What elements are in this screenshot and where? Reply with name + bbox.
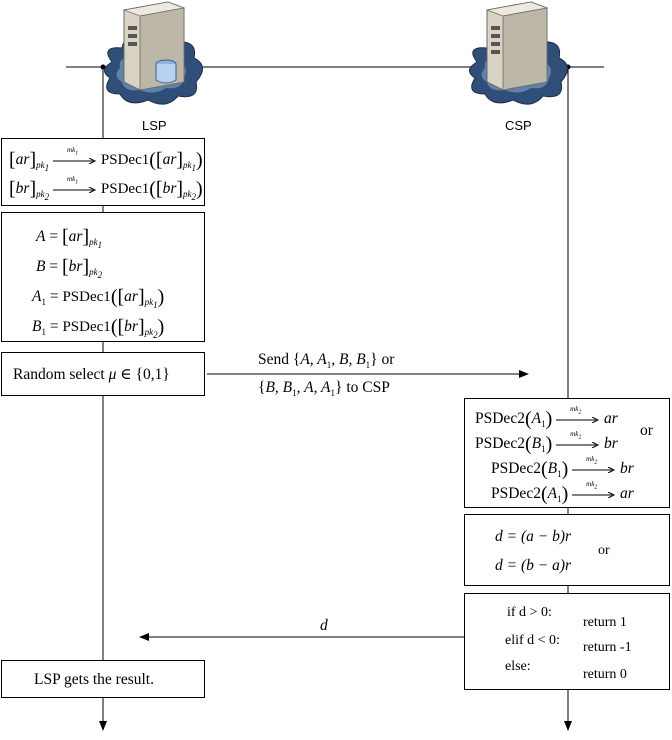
csp-decrypt-row-3: PSDec2(B1) mk2 br <box>491 455 634 480</box>
assign-b1-row: B1 = PSDec1([br]pk2) <box>32 316 165 340</box>
csp-decrypt-row-4: PSDec2(A1) mk2 ar <box>491 480 634 505</box>
lsp-label: LSP <box>142 118 167 133</box>
difference-eq-1: d = (a − b)r <box>495 528 572 545</box>
csp-difference-box: d = (a − b)r d = (b − a)r or <box>464 514 670 586</box>
csp-decrypt-row-2: PSDec2(B1) mk2 br <box>475 430 618 455</box>
lsp-result-box: LSP gets the result. <box>1 660 205 698</box>
csp-decrypt-row-1: PSDec2(A1) mk2 ar <box>475 405 618 430</box>
assign-b-row: B = [br]pk2 <box>36 256 103 280</box>
csp-label: CSP <box>505 118 532 133</box>
lsp-decryption-box: [ar]pk1 mk1 PSDec1([ar]pk1) [br]pk2 mk1 … <box>1 138 205 206</box>
csp-decryption-box: PSDec2(A1) mk2 ar or PSDec2(B1) mk2 br P… <box>464 398 670 508</box>
csp-box1-or: or <box>640 422 653 439</box>
random-select-text: Random select μ ∈ {0,1} <box>13 366 170 383</box>
send-message-line2: {B, B1, A, A1} to CSP <box>258 379 390 399</box>
csp-server-icon <box>469 1 568 105</box>
else-line: else: <box>505 659 531 674</box>
return-1: return 1 <box>583 615 627 630</box>
lsp-result-text: LSP gets the result. <box>34 671 154 688</box>
mk1-arrow: mk1 <box>53 147 97 165</box>
lsp-decrypt-br-row: [br]pk2 mk1 PSDec1([br]pk2) <box>9 175 203 202</box>
random-select-box: Random select μ ∈ {0,1} <box>1 352 205 396</box>
assign-a-row: A = [ar]pk1 <box>36 226 103 250</box>
mk2-arrow-4: mk2 <box>572 481 616 499</box>
mk1-arrow-2: mk1 <box>53 176 97 194</box>
lsp-assignment-box: A = [ar]pk1 B = [br]pk2 A1 = PSDec1([ar]… <box>1 212 205 342</box>
lsp-server-icon <box>104 1 203 105</box>
difference-eq-2: d = (b − a)r <box>495 557 572 574</box>
csp-box2-or: or <box>598 543 610 558</box>
return-minus-1: return -1 <box>583 640 632 655</box>
mk2-arrow-2: mk2 <box>556 431 600 449</box>
send-message-line1: Send {A, A1, B, B1} or <box>258 351 395 371</box>
assign-a1-row: A1 = PSDec1([ar]pk1) <box>32 286 165 310</box>
if-line: if d > 0: <box>507 605 552 620</box>
mk2-arrow-3: mk2 <box>572 456 616 474</box>
return-0: return 0 <box>583 667 627 682</box>
return-message-label: d <box>320 617 328 634</box>
lsp-decrypt-ar-row: [ar]pk1 mk1 PSDec1([ar]pk1) <box>9 146 203 173</box>
elif-line: elif d < 0: <box>505 633 560 648</box>
csp-result-box: if d > 0: elif d < 0: else: return 1 ret… <box>464 593 670 690</box>
mk2-arrow-1: mk2 <box>556 406 600 424</box>
